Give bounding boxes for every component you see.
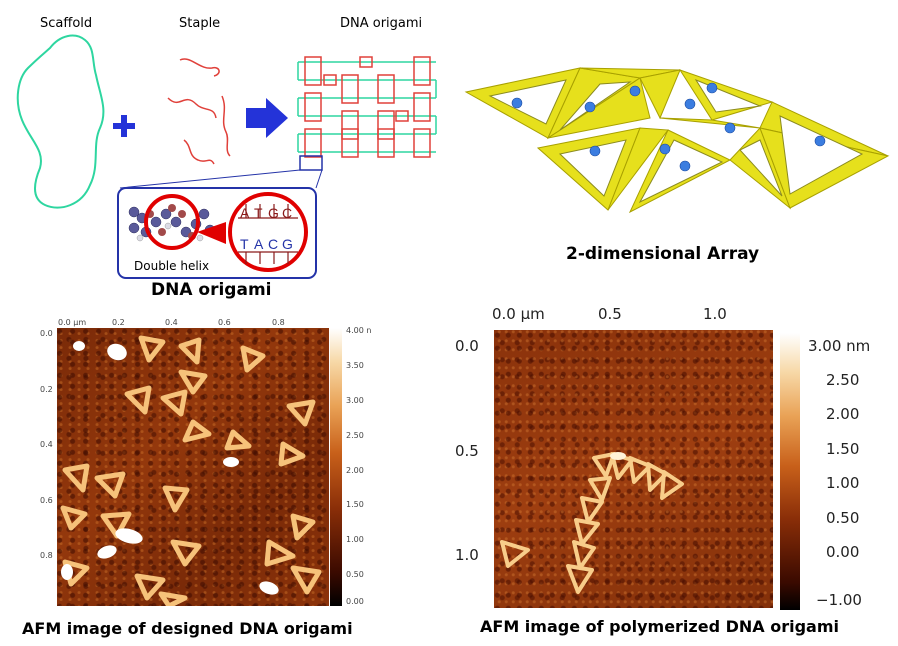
dna-origami-caption: DNA origami <box>151 280 272 300</box>
afm1-colorbar-tick: 3.00 <box>346 396 364 405</box>
afm1-colorbar-tick: 4.00 n <box>346 326 372 335</box>
array-caption: 2-dimensional Array <box>566 244 760 264</box>
sequence-bottom-g: G <box>282 236 293 252</box>
afm2-colorbar-tick: 2.00 <box>826 405 860 423</box>
afm1-y-tick: 0.2 <box>40 385 53 394</box>
afm2-x-tick: 0.5 <box>598 305 622 323</box>
sequence-top-c: C <box>282 205 293 221</box>
sequence-top-t: T <box>254 205 263 221</box>
afm2-colorbar-tick: 2.50 <box>826 371 860 389</box>
afm1-y-tick: 0.8 <box>40 551 53 560</box>
sequence-top-a: A <box>240 205 250 221</box>
afm1-colorbar-tick: 1.00 <box>346 535 364 544</box>
afm-image-polymerized <box>494 330 773 608</box>
zoom-box <box>299 155 323 171</box>
afm1-x-tick: 0.2 <box>112 318 125 327</box>
afm1-colorbar-tick: 2.50 <box>346 431 364 440</box>
afm-designed-caption: AFM image of designed DNA origami <box>22 619 353 638</box>
dna-origami-grid <box>297 56 437 158</box>
staple-strands <box>167 58 231 165</box>
afm2-y-tick: 1.0 <box>455 546 479 564</box>
afm2-colorbar-tick: 0.00 <box>826 543 860 561</box>
afm1-colorbar-tick: 1.50 <box>346 500 364 509</box>
afm2-colorbar-tick: 1.00 <box>826 474 860 492</box>
afm1-x-tick: 0.6 <box>218 318 231 327</box>
sequence-top-g: G <box>268 205 279 221</box>
array-balloons <box>511 82 826 172</box>
helix-highlight-circle <box>144 194 200 250</box>
pointer-arrow-icon <box>197 222 226 244</box>
afm2-features <box>500 452 684 594</box>
sequence-highlight-circle <box>228 192 308 272</box>
staple-label: Staple <box>179 16 221 31</box>
sequence-bottom-t: T <box>240 236 249 252</box>
dna-origami-label: DNA origami <box>340 16 423 31</box>
afm1-x-tick: 0.4 <box>165 318 178 327</box>
afm2-colorbar <box>780 333 800 610</box>
afm1-colorbar <box>330 328 342 606</box>
double-helix-label: Double helix <box>134 259 210 273</box>
afm1-colorbar-tick: 3.50 <box>346 361 364 370</box>
scaffold-label: Scaffold <box>40 16 93 31</box>
base-pair-ticks <box>238 204 298 264</box>
afm-image-designed <box>57 328 329 606</box>
afm1-colorbar-tick: 2.00 <box>346 466 364 475</box>
afm1-x-tick: 0.0 μm <box>58 318 87 327</box>
plus-icon <box>113 115 135 137</box>
afm2-colorbar-tick: 1.50 <box>826 440 860 458</box>
afm1-y-tick: 0.4 <box>40 440 53 449</box>
afm2-y-tick: 0.0 <box>455 337 479 355</box>
afm2-x-tick: 1.0 <box>703 305 727 323</box>
afm-polymerized-caption: AFM image of polymerized DNA origami <box>480 617 839 636</box>
scaffold-strand <box>16 34 105 209</box>
afm1-features <box>60 335 322 606</box>
afm1-x-tick: 0.8 <box>272 318 285 327</box>
afm1-y-tick: 0.0 <box>40 329 53 338</box>
afm2-x-tick: 0.0 μm <box>492 305 545 323</box>
afm1-y-tick: 0.6 <box>40 496 53 505</box>
afm2-y-tick: 0.5 <box>455 442 479 460</box>
sequence-bottom-c: C <box>268 236 279 252</box>
afm2-colorbar-tick: 3.00 nm <box>808 337 871 355</box>
afm1-colorbar-tick: 0.50 <box>346 570 364 579</box>
arrow-icon <box>246 98 288 138</box>
sequence-bottom-a: A <box>254 236 264 252</box>
afm1-colorbar-tick: 0.00 <box>346 597 364 606</box>
afm2-colorbar-tick: −1.00 <box>816 591 862 609</box>
afm2-colorbar-tick: 0.50 <box>826 509 860 527</box>
